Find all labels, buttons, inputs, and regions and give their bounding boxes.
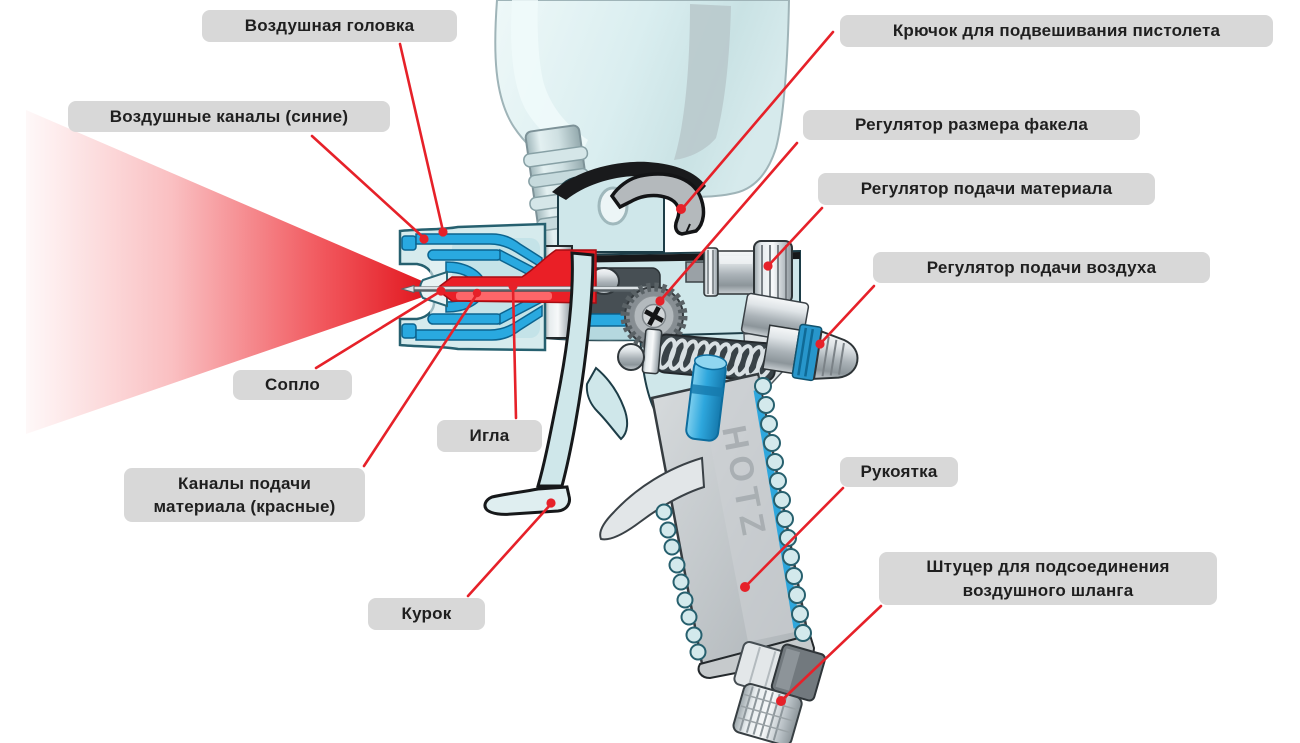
- label-needle: Игла: [437, 420, 542, 452]
- leader-fan-size-reg: [658, 141, 799, 303]
- label-air-hose-fitting: Штуцер для подсоединения воздушного шлан…: [879, 552, 1217, 605]
- fluid-needle: [400, 284, 648, 294]
- leader-air-reg: [818, 284, 876, 346]
- hanging-hook: [609, 172, 706, 236]
- spray-cone: [26, 110, 443, 434]
- leader-lines: [310, 30, 883, 706]
- leader-air-channels: [310, 134, 426, 240]
- label-fan-size-reg: Регулятор размера факела: [803, 110, 1140, 140]
- fan-size-gear: [620, 282, 688, 350]
- handle-coil-right: [754, 377, 812, 642]
- dot-material-channels: [472, 288, 482, 298]
- dot-air-reg: [815, 339, 825, 349]
- dot-fan-size-reg: [655, 296, 665, 306]
- top-frame-band: [552, 161, 706, 200]
- label-material-reg: Регулятор подачи материала: [818, 173, 1155, 205]
- dot-hanging-hook: [676, 204, 686, 214]
- label-air-channels: Воздушные каналы (синие): [68, 101, 390, 132]
- dot-material-reg: [763, 261, 773, 271]
- leader-handle: [743, 486, 845, 589]
- leader-hanging-hook: [680, 30, 835, 211]
- leader-nozzle: [314, 289, 443, 370]
- label-handle: Рукоятка: [840, 457, 958, 487]
- label-nozzle: Сопло: [233, 370, 352, 400]
- handle-coil-left: [655, 503, 707, 661]
- trigger-pivot-ball: [617, 343, 645, 371]
- leader-needle: [511, 285, 518, 420]
- leader-material-channels: [362, 292, 479, 468]
- label-trigger: Курок: [368, 598, 485, 630]
- label-hanging-hook: Крючок для подвешивания пистолета: [840, 15, 1273, 47]
- material-knob: [685, 240, 793, 304]
- dot-handle: [740, 582, 750, 592]
- dot-nozzle: [436, 286, 446, 296]
- dot-air-channels: [419, 234, 429, 244]
- dot-air-head: [438, 227, 448, 237]
- air-tube: [685, 354, 728, 442]
- label-air-head: Воздушная головка: [202, 10, 457, 42]
- label-air-reg: Регулятор подачи воздуха: [873, 252, 1210, 283]
- leader-material-reg: [766, 206, 824, 268]
- label-material-channels: Каналы подачи материала (красные): [124, 468, 365, 522]
- air-regulator-knob: [762, 323, 859, 382]
- dot-air-hose-fitting: [776, 696, 786, 706]
- dot-trigger: [546, 498, 556, 508]
- dot-needle: [508, 281, 518, 291]
- leader-trigger: [466, 502, 553, 598]
- leader-air-head: [398, 42, 445, 233]
- leader-air-hose-fitting: [779, 604, 883, 703]
